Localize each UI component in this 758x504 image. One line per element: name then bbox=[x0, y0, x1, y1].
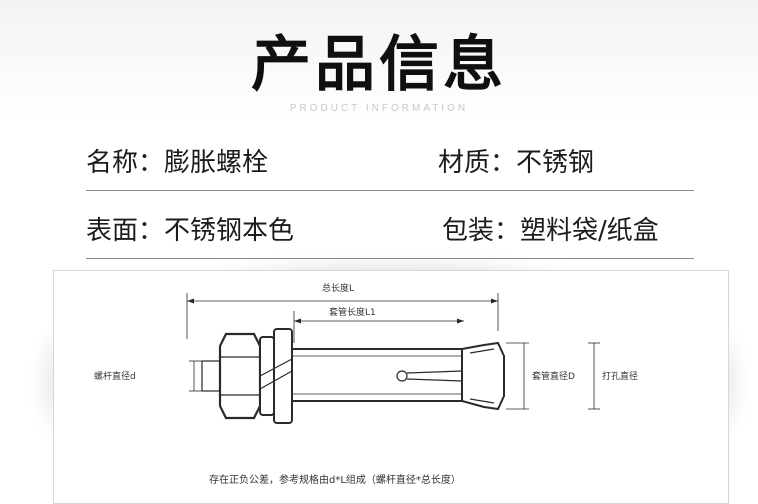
expansion-bolt-diagram: 总长度L 套管长度L1 螺杆直径d 套管直径D 打孔直径 存在正负公差，参考规格… bbox=[94, 282, 638, 486]
dimension-diagram-panel: 总长度L 套管长度L1 螺杆直径d 套管直径D 打孔直径 存在正负公差，参考规格… bbox=[53, 270, 729, 504]
label-sleeve-length: 套管长度L1 bbox=[329, 306, 376, 318]
info-row-2: 表面：不锈钢本色 包装：塑料袋/纸盒 bbox=[86, 203, 694, 253]
product-packaging: 包装：塑料袋/纸盒 bbox=[442, 215, 659, 246]
divider bbox=[86, 190, 694, 191]
label-sleeve-diameter: 套管直径D bbox=[532, 370, 575, 382]
header-background bbox=[0, 0, 758, 120]
page-subtitle: PRODUCT INFORMATION bbox=[289, 103, 469, 114]
product-surface: 表面：不锈钢本色 bbox=[86, 215, 295, 246]
info-row-1: 名称：膨胀螺栓 材质：不锈钢 bbox=[86, 135, 694, 185]
product-name: 名称：膨胀螺栓 bbox=[86, 147, 269, 178]
product-material: 材质：不锈钢 bbox=[438, 147, 595, 178]
label-hole-diameter: 打孔直径 bbox=[602, 370, 638, 382]
label-total-length: 总长度L bbox=[322, 282, 354, 294]
label-screw-diameter: 螺杆直径d bbox=[94, 370, 136, 382]
divider bbox=[86, 258, 694, 259]
page-title: 产品信息 bbox=[251, 30, 507, 100]
tolerance-note: 存在正负公差，参考规格由d*L组成（螺杆直径*总长度） bbox=[209, 473, 461, 486]
